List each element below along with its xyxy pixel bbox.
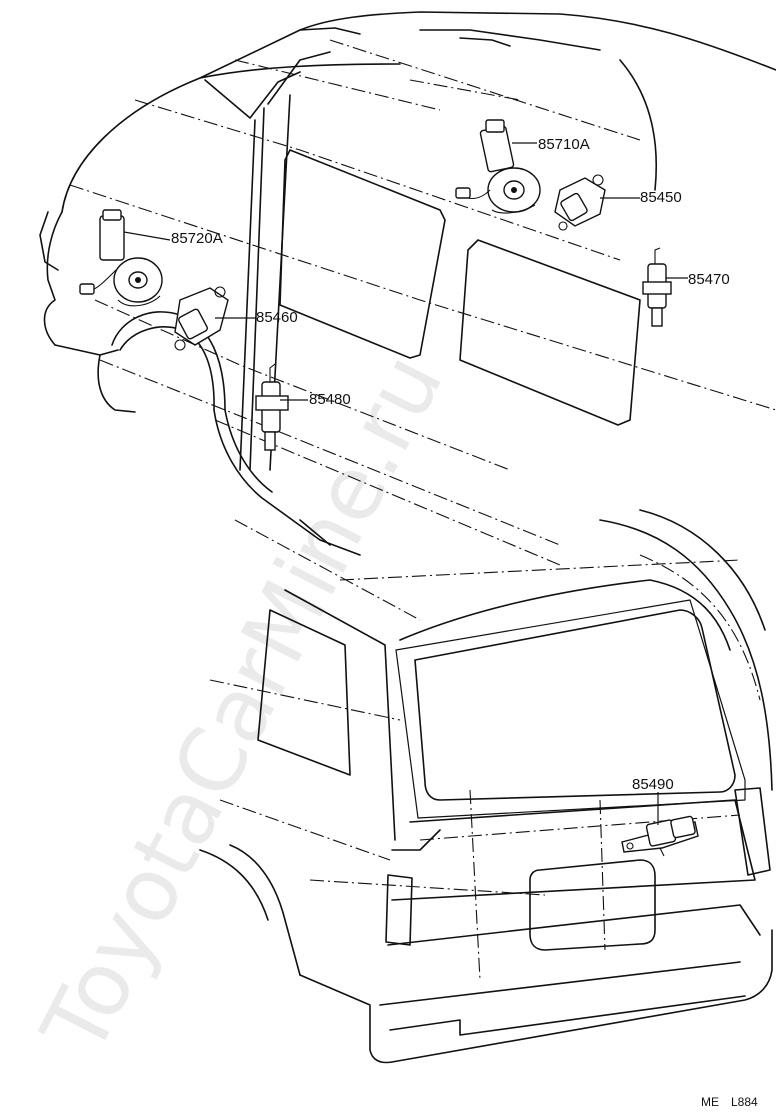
label-85450: 85450 — [640, 189, 682, 206]
drawing-code-number: L884 — [731, 1095, 758, 1109]
leader-85480: 85480 — [280, 391, 351, 408]
label-85490: 85490 — [632, 776, 674, 793]
van-side-centerlines — [69, 39, 776, 566]
leader-85490: 85490 — [632, 776, 674, 825]
leader-85720A: 85720A — [123, 230, 223, 247]
label-85460: 85460 — [256, 309, 298, 326]
label-85710A: 85710A — [538, 136, 590, 153]
leader-85460: 85460 — [215, 309, 298, 326]
drawing-code-prefix: ME — [701, 1095, 719, 1109]
label-85720A: 85720A — [171, 230, 223, 247]
van-rear-body — [199, 509, 773, 1064]
label-85470: 85470 — [688, 271, 730, 288]
part-85490-actuator[interactable] — [621, 815, 699, 857]
part-85470-actuator[interactable] — [642, 247, 672, 327]
drawing-code: ME L884 — [701, 1095, 758, 1109]
svg-text:ToyotaCarMine.ru: ToyotaCarMine.ru — [21, 338, 462, 1071]
part-85460-solenoid[interactable] — [174, 286, 229, 351]
part-85450-solenoid[interactable] — [554, 174, 606, 231]
watermark: ToyotaCarMine.ru — [21, 338, 462, 1071]
label-85480: 85480 — [309, 391, 351, 408]
part-85710A-motor[interactable] — [455, 119, 541, 214]
leader-85470: 85470 — [666, 271, 730, 288]
leader-85710A: 85710A — [512, 136, 590, 153]
leader-85450: 85450 — [600, 189, 682, 206]
part-85720A-motor[interactable] — [79, 209, 163, 307]
